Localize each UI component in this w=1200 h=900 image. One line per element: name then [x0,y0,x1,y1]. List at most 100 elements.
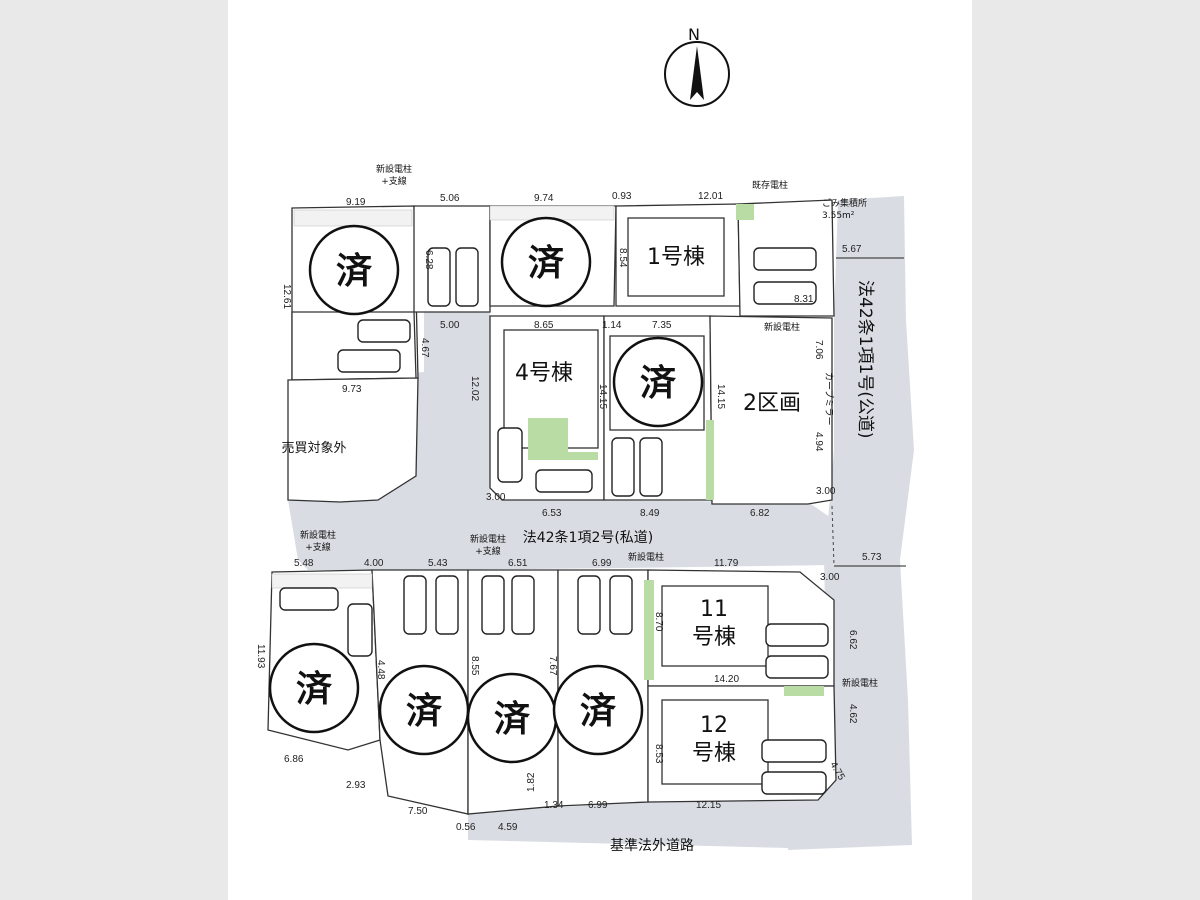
dimension: 1.34 [544,800,564,811]
dimension: 3.00 [486,492,506,503]
dimension: 6.53 [542,508,562,519]
sold-mark-bottom-1: 済 [268,642,360,734]
sold-mark-text: 済 [336,251,372,292]
dimension: 8.31 [794,294,814,305]
dimension: 3.00 [816,486,836,497]
dimension: 14.15 [597,384,608,409]
public-road-label: 法42条1項1号(公道) [855,280,875,439]
sold-mark-bottom-2: 済 [378,664,470,756]
dimension: 8.53 [653,744,664,764]
dimension: 11.79 [714,558,739,569]
dimension: 12.61 [281,284,292,309]
dimension: 6.82 [750,508,770,519]
dimension: 14.20 [714,674,739,685]
dimension: 5.73 [862,552,882,563]
annotation-existing-pole: 既存電柱 [752,179,788,191]
dimension: 4.67 [419,338,430,358]
dimension: 4.00 [364,558,384,569]
annotation-new-pole: 新設電柱 [628,551,664,563]
annotation-new-pole: 新設電柱 [764,321,800,333]
dimension: 8.65 [534,320,554,331]
dimension: 12.02 [469,376,480,401]
green-area [736,204,754,220]
sold-mark-bottom-3: 済 [466,672,558,764]
building-12-label-2: 号棟 [692,741,736,766]
annotation-new-pole-brace: +支線 [475,545,501,557]
annotation-curve-mirror: カーブミラー [823,372,835,425]
excluded-area-label: 売買対象外 [281,440,346,456]
dimension: 4.94 [813,432,824,452]
annotation-new-pole: 新設電柱 [300,529,336,541]
sold-mark-text: 済 [528,243,564,284]
sold-mark-top-left: 済 [308,224,400,316]
dimension: 5.43 [428,558,448,569]
dimension: 7.35 [652,320,672,331]
dimension: 8.49 [640,508,660,519]
dimension: 12.01 [698,191,723,202]
dimension: 7.06 [813,340,824,360]
dimension: 8.55 [469,656,480,676]
green-area [784,686,824,696]
boundary-dashed [831,505,835,567]
building-12-label-1: 12 [700,713,728,738]
dimension: 11.93 [255,644,266,669]
dimension: 1.14 [602,320,622,331]
dimension: 0.93 [612,191,632,202]
dimension: 5.48 [294,558,314,569]
sold-mark-text: 済 [580,691,616,732]
dimension: 9.73 [342,384,362,395]
dimension: 3.00 [820,572,840,583]
dimension: 4.48 [375,660,386,680]
annotation-new-pole: 新設電柱 [376,163,412,175]
annotation-garbage: ごみ集積所 [822,197,867,209]
annotation-new-pole-brace: +支線 [381,175,407,187]
building-1 [627,217,725,297]
dimension: 1.82 [526,772,537,792]
sold-mark-text: 済 [640,363,676,404]
sold-mark-text: 済 [494,699,530,740]
dimension: 9.74 [534,193,554,204]
dimension: 9.19 [346,197,366,208]
green-strip [271,573,373,589]
dimension: 8.70 [653,612,664,632]
dimension: 6.51 [508,558,528,569]
bottom-road-area [468,800,788,848]
sold-mark-text: 済 [406,691,442,732]
dimension: 0.56 [456,822,476,833]
section-2-label: 2区画 [743,391,801,416]
dimension: 5.67 [842,244,862,255]
dimension: 4.59 [498,822,518,833]
dimension: 6.99 [588,800,608,811]
sold-mark-top-center: 済 [500,216,592,308]
annotation-new-pole-brace: +支線 [305,541,331,553]
annotation-new-pole: 新設電柱 [470,533,506,545]
private-road-area [288,372,834,570]
public-road-area [788,196,914,850]
green-strip [293,209,413,227]
dimension: 7.50 [408,806,428,817]
dimension: 6.86 [284,754,304,765]
compass-label: N [688,25,700,44]
north-arrow-icon: N [664,25,730,107]
green-area [706,420,714,500]
building-11-label-2: 号棟 [692,625,736,650]
dimension: 14.15 [715,384,726,409]
green-area [528,418,598,460]
dimension: 6.62 [847,630,858,650]
dimension: 7.67 [547,656,558,676]
private-road-label: 法42条1項2号(私道) [523,529,654,546]
bottom-road-label: 基準法外道路 [610,837,694,854]
green-area [644,580,654,680]
dimension-arrows [834,257,906,567]
building-11-label-1: 11 [700,597,728,622]
dimension: 6.28 [423,250,434,270]
dimension: 4.62 [847,704,858,724]
dimension: 5.00 [440,320,460,331]
dimension: 5.06 [440,193,460,204]
annotation-garbage-area: 3.55m² [822,211,855,221]
site-plan: 済 済 済 済 済 済 済 1号棟 4号棟 2区画 売買対象外 11 号棟 12… [255,25,914,854]
dimension: 2.93 [346,780,366,791]
center-road-area [424,310,490,500]
building-12 [661,699,769,785]
annotation-new-pole: 新設電柱 [842,677,878,689]
